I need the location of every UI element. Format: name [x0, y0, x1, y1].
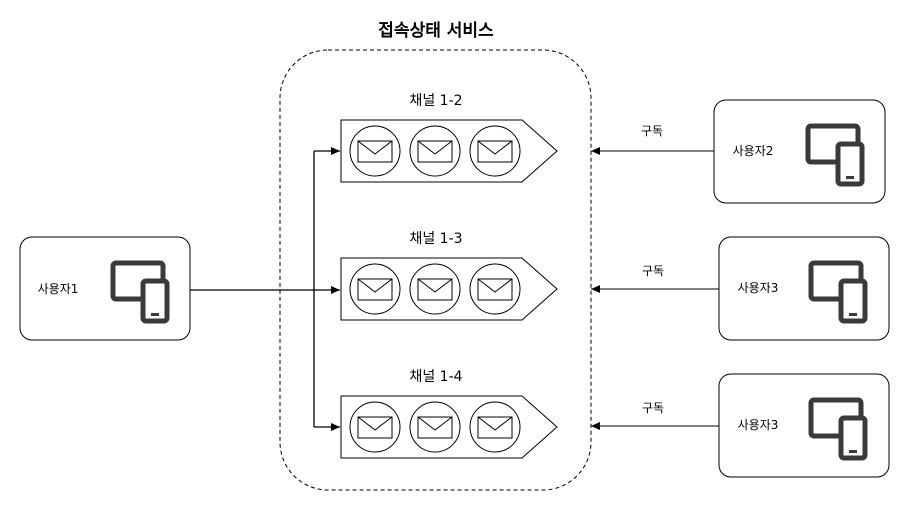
subscriber-node[interactable]: 사용자2 [713, 99, 886, 204]
envelope-icon [349, 263, 401, 315]
channel-queue[interactable]: 채널 1-2 [340, 93, 558, 183]
envelope-icon [469, 125, 521, 177]
subscriber-label: 사용자3 [738, 281, 779, 295]
envelope-icon [349, 125, 401, 177]
publish-connectors [190, 147, 340, 431]
channel-queue[interactable]: 채널 1-3 [340, 231, 558, 321]
diagram-title: 접속상태 서비스 [378, 21, 494, 41]
subscribe-edge-label: 구독 [642, 401, 664, 415]
channel-label: 채널 1-2 [409, 93, 462, 109]
envelope-icon [469, 263, 521, 315]
service-container [279, 49, 592, 491]
publisher-node[interactable]: 사용자1 [19, 236, 191, 341]
envelope-icon [409, 263, 461, 315]
subscriber-node[interactable]: 사용자3 [718, 373, 890, 478]
subscriber-node[interactable]: 사용자3 [718, 236, 890, 341]
publisher-label: 사용자1 [38, 282, 79, 296]
envelope-icon [349, 401, 401, 453]
subscriber-label: 사용자2 [733, 144, 774, 158]
subscribe-edge-label: 구독 [641, 124, 663, 138]
envelope-icon [469, 401, 521, 453]
channel-label: 채널 1-3 [409, 231, 462, 247]
channel-queue[interactable]: 채널 1-4 [340, 369, 558, 459]
envelope-icon [409, 125, 461, 177]
subscriber-label: 사용자3 [738, 418, 779, 432]
subscribe-edge-label: 구독 [642, 264, 664, 278]
envelope-icon [409, 401, 461, 453]
channel-label: 채널 1-4 [409, 369, 462, 385]
